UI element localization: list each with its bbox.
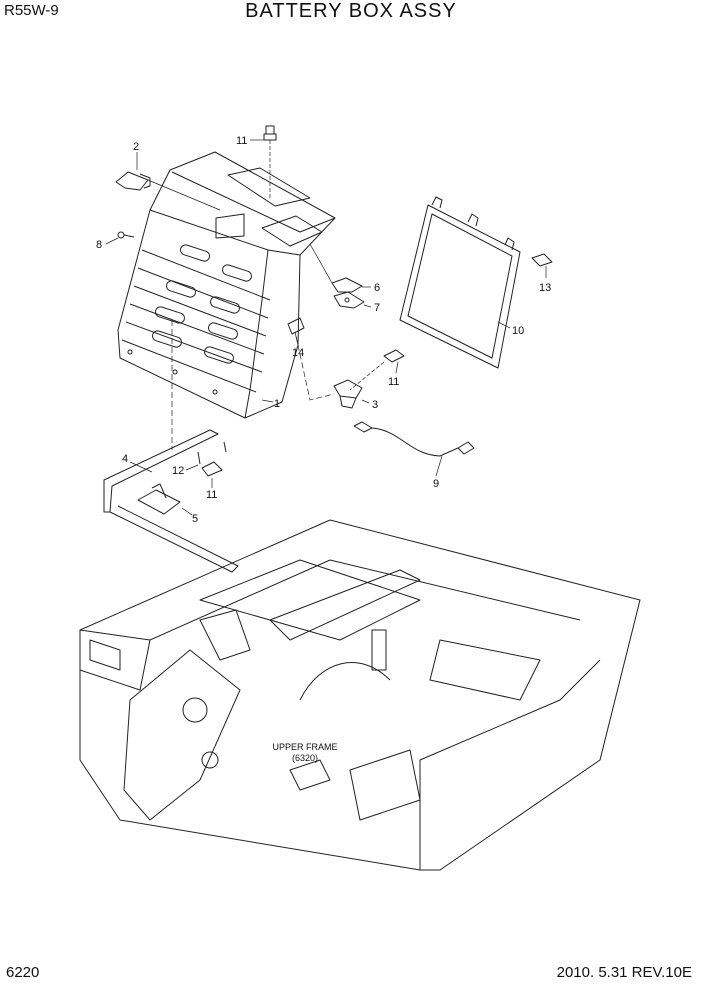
callout-7: 7 [374,302,380,314]
bolt-11-mid [349,349,405,391]
screw-8 [117,231,135,239]
frame-label-line2: (6320) [291,753,318,763]
support-rail [103,429,239,573]
hinge-5 [137,483,181,515]
callout-11-low: 11 [206,489,217,501]
bolt-13 [531,253,553,267]
callout-11-top: 11 [236,135,247,147]
cable-9 [353,421,475,457]
callout-6: 6 [374,282,380,294]
callout-labels: 11 2 8 6 7 14 1 3 11 9 10 13 4 12 11 5 [96,135,551,525]
revision-date: 2010. 5.31 REV.10E [556,964,692,981]
page-number: 6220 [6,964,40,981]
callout-12: 12 [172,465,184,477]
callout-11-mid: 11 [388,376,399,388]
mesh-screen [399,196,521,369]
callout-14: 14 [292,347,304,359]
model-code: R55W-9 [4,2,59,19]
latch-3 [333,379,363,409]
callout-4: 4 [122,453,128,465]
bolt-11-top [263,125,277,200]
frame-label-line1: UPPER FRAME [272,742,338,752]
callout-2: 2 [133,141,139,153]
upper-frame-label: UPPER FRAME (6320) [250,742,360,764]
handle [115,171,151,191]
bracket-14 [287,317,305,335]
latch-bracket-6-7 [331,277,365,309]
callout-3: 3 [372,399,378,411]
leader-lines [105,139,547,516]
callout-9: 9 [433,478,439,490]
callout-13: 13 [539,282,551,294]
callout-1: 1 [274,398,280,410]
callout-8: 8 [96,239,102,251]
battery-box-cover [117,151,336,419]
fasteners-lower [197,441,227,477]
page-title: BATTERY BOX ASSY [245,0,457,22]
callout-5: 5 [192,513,198,525]
upper-frame [79,519,641,871]
callout-10: 10 [512,325,524,337]
